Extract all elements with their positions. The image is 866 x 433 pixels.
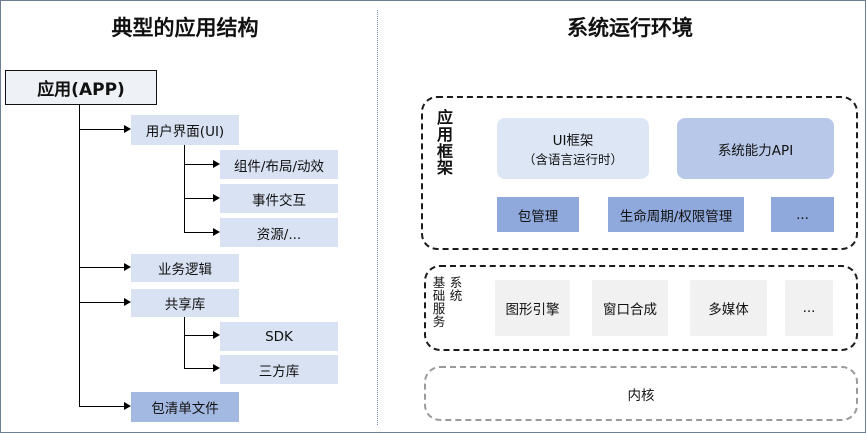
shared-lib-node: 共享库 bbox=[131, 289, 239, 317]
thirdparty-lib-node: 三方库 bbox=[220, 355, 338, 384]
basic-services-label: 基 础 服 务 bbox=[432, 275, 446, 330]
section-divider bbox=[377, 10, 378, 425]
ui-branch bbox=[184, 145, 185, 233]
connector-sdk bbox=[184, 335, 213, 336]
package-manager-node: 包管理 bbox=[497, 197, 579, 232]
arrow-shared bbox=[124, 298, 131, 306]
connector-manifest bbox=[79, 406, 124, 407]
sdk-node: SDK bbox=[220, 322, 338, 351]
arrow-sdk bbox=[213, 331, 220, 339]
arrow-manifest bbox=[124, 402, 131, 410]
left-title: 典型的应用结构 bbox=[111, 16, 259, 40]
services-more-node: ... bbox=[785, 280, 833, 336]
right-title: 系统运行环境 bbox=[567, 16, 693, 40]
connector-event bbox=[184, 198, 213, 199]
kernel-container: 内核 bbox=[424, 366, 858, 421]
manifest-node: 包清单文件 bbox=[131, 392, 239, 422]
connector-shared bbox=[79, 302, 124, 303]
arrow-component bbox=[213, 160, 220, 168]
connector-thirdparty bbox=[184, 368, 213, 369]
system-api-node: 系统能力API bbox=[677, 118, 834, 179]
tree-trunk bbox=[79, 105, 80, 407]
connector-component bbox=[184, 164, 213, 165]
arrow-resource bbox=[213, 228, 220, 236]
arrow-ui bbox=[124, 125, 131, 133]
resource-node: 资源/... bbox=[220, 218, 338, 247]
arrow-thirdparty bbox=[213, 364, 220, 372]
window-compositor-node: 窗口合成 bbox=[592, 280, 668, 336]
connector-resource bbox=[184, 232, 213, 233]
component-layout-node: 组件/布局/动效 bbox=[220, 150, 338, 179]
lifecycle-permission-node: 生命周期/权限管理 bbox=[608, 197, 744, 232]
arrow-event bbox=[213, 194, 220, 202]
ui-node: 用户界面(UI) bbox=[131, 115, 239, 145]
connector-ui bbox=[79, 129, 124, 130]
shared-branch bbox=[184, 317, 185, 368]
ui-framework-node: UI框架 （含语言运行时） bbox=[497, 118, 649, 179]
graphics-engine-node: 图形引擎 bbox=[495, 280, 570, 336]
ui-framework-subtitle: （含语言运行时） bbox=[522, 152, 623, 167]
app-framework-label: 应 用 框 架 bbox=[436, 108, 453, 178]
app-framework-container bbox=[421, 96, 858, 250]
multimedia-node: 多媒体 bbox=[690, 280, 767, 336]
basic-services-container bbox=[424, 265, 858, 351]
system-label: 系 统 bbox=[449, 275, 463, 304]
connector-logic bbox=[79, 267, 124, 268]
arrow-logic bbox=[124, 263, 131, 271]
ui-framework-title: UI框架 bbox=[552, 133, 594, 149]
app-node: 应用(APP) bbox=[5, 70, 157, 105]
logic-node: 业务逻辑 bbox=[131, 254, 239, 282]
event-interaction-node: 事件交互 bbox=[220, 184, 338, 213]
framework-more-node: ... bbox=[771, 197, 834, 232]
